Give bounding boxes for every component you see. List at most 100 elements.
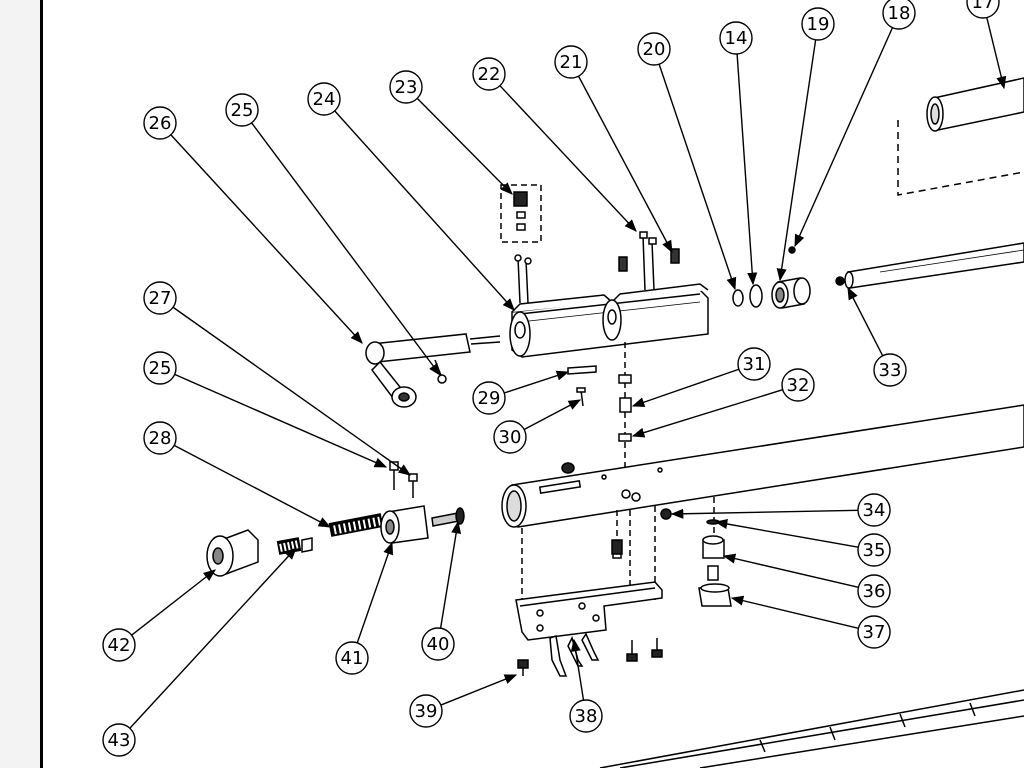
part-43-spring — [276, 537, 313, 555]
callout-c25a: 25 — [225, 93, 441, 377]
callout-c14: 14 — [719, 21, 758, 286]
callout-number: 29 — [478, 388, 501, 409]
leader-line — [631, 368, 740, 408]
callout-c25b: 25 — [143, 351, 388, 468]
callout-bubble — [966, 0, 1000, 19]
parts-drawing — [206, 77, 1024, 768]
leader-line — [794, 27, 894, 248]
callout-bubble — [873, 353, 907, 387]
leader-line — [631, 389, 783, 438]
callout-bubble — [857, 615, 891, 649]
callout-number: 27 — [149, 288, 172, 309]
leader-line — [570, 638, 585, 701]
callout-c20: 20 — [637, 32, 737, 291]
callout-c38: 38 — [569, 638, 603, 733]
callout-number: 17 — [972, 0, 995, 13]
callout-bubble — [554, 45, 588, 79]
part-38-trigger-group — [515, 539, 663, 677]
callout-c32: 32 — [631, 368, 815, 438]
part-17-tube — [897, 77, 1024, 196]
callout-bubble — [421, 627, 455, 661]
callout-number: 22 — [478, 64, 501, 85]
callout-bubble — [472, 381, 506, 415]
callout-bubble — [857, 574, 891, 608]
part-26-lever — [365, 333, 501, 408]
callout-bubble — [143, 281, 177, 315]
callout-bubble — [143, 421, 177, 455]
leader-line — [439, 520, 462, 629]
callout-number: 24 — [313, 89, 336, 110]
callout-bubble — [472, 57, 506, 91]
callout-bubble — [307, 82, 341, 116]
leader-line — [129, 547, 297, 729]
callout-c34: 34 — [670, 493, 891, 527]
leader-line — [730, 595, 859, 629]
part-main-tube — [501, 404, 1024, 528]
callout-bubble — [389, 70, 423, 104]
leader-line — [416, 97, 513, 195]
leader-line — [736, 53, 758, 286]
callout-number: 25 — [231, 100, 254, 121]
leader-line — [986, 17, 1007, 90]
callout-bubble — [225, 93, 259, 127]
callout-number: 30 — [499, 427, 522, 448]
callout-bubble — [719, 21, 753, 55]
callout-number: 40 — [427, 634, 450, 655]
part-31-32-stack — [618, 342, 632, 470]
callout-c37: 37 — [730, 595, 891, 649]
callout-bubble — [801, 7, 835, 41]
callout-number: 21 — [560, 52, 583, 73]
callout-number: 35 — [863, 540, 886, 561]
callout-number: 39 — [415, 701, 438, 722]
leader-line — [722, 553, 859, 589]
callout-c35: 35 — [714, 519, 891, 567]
leader-line — [658, 63, 737, 291]
callout-c19: 19 — [776, 7, 835, 282]
leader-line — [131, 569, 216, 636]
callout-c36: 36 — [722, 553, 891, 608]
callout-number: 42 — [108, 635, 131, 656]
callout-bubble — [409, 694, 443, 728]
callout-c39: 39 — [409, 674, 518, 728]
callout-c18: 18 — [794, 0, 916, 248]
callout-bubble — [102, 628, 136, 662]
part-24-receiver — [509, 283, 709, 358]
leader-line — [174, 373, 388, 468]
leader-line — [356, 541, 394, 644]
leader-line — [847, 286, 884, 357]
part-40-bolt — [431, 507, 465, 527]
callout-number: 33 — [879, 360, 902, 381]
callout-bubble — [637, 32, 671, 66]
callout-c22: 22 — [472, 57, 637, 232]
leader-line — [170, 134, 363, 344]
callout-number: 32 — [787, 375, 810, 396]
part-27-pins — [389, 461, 418, 498]
callout-number: 19 — [807, 14, 830, 35]
callout-c40: 40 — [421, 520, 462, 661]
callout-number: 41 — [341, 648, 364, 669]
callout-bubble — [781, 368, 815, 402]
leader-line — [503, 370, 570, 394]
callout-c41: 41 — [335, 541, 394, 675]
callout-number: 26 — [149, 113, 172, 134]
callout-bubble — [493, 420, 527, 454]
part-top-pins — [514, 231, 680, 304]
part-42-cap — [206, 529, 259, 577]
callout-c17: 17 — [966, 0, 1007, 90]
leader-line — [334, 110, 515, 311]
callout-bubble — [335, 641, 369, 675]
leader-line — [440, 674, 518, 706]
callout-number: 14 — [725, 28, 748, 49]
callout-number: 38 — [575, 706, 598, 727]
leader-line — [172, 306, 412, 476]
leader-line — [670, 508, 859, 519]
leader-line — [173, 444, 332, 528]
callout-number: 36 — [863, 581, 886, 602]
leader-line — [251, 122, 441, 377]
leader-line — [499, 85, 637, 232]
part-barrel-rod — [835, 242, 1024, 289]
callout-layer: 1718191420212223242526272528293031323334… — [102, 0, 1007, 757]
callout-number: 28 — [149, 428, 172, 449]
callout-bubble — [737, 347, 771, 381]
